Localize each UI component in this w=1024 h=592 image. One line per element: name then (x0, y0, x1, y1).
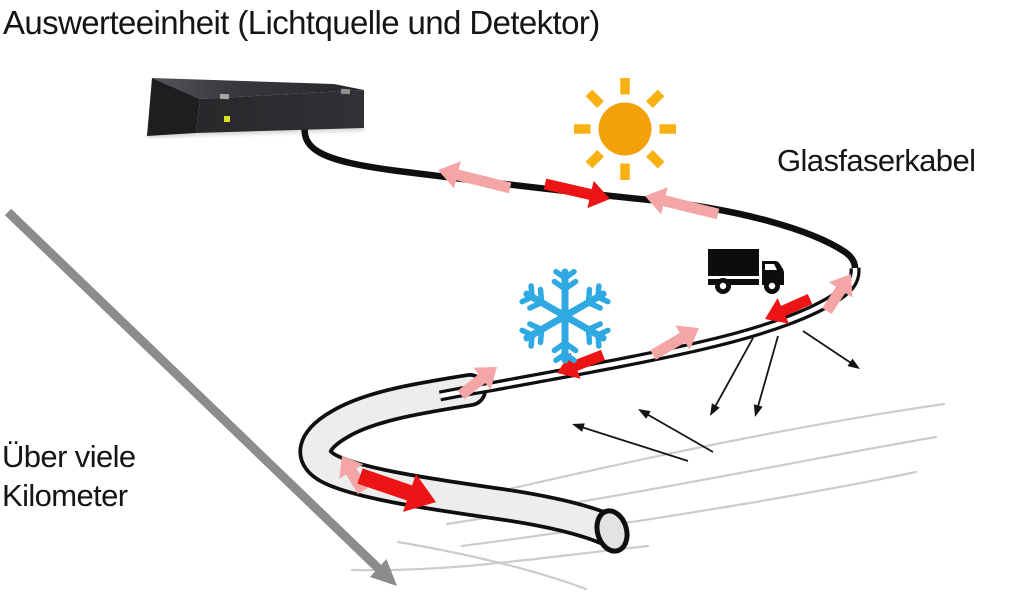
light-pulse-arrows (339, 161, 853, 512)
device-front-face (196, 90, 364, 133)
pink-pulse-arrow (457, 367, 497, 400)
pink-pulse-arrow (438, 161, 512, 194)
cable-tube (298, 373, 630, 554)
sun-icon (574, 78, 676, 180)
red-pulse-arrow (357, 468, 436, 512)
cable-label: Glasfaserkabel (777, 143, 976, 178)
device-clip-right (340, 88, 351, 95)
snowflake-icon (519, 268, 611, 364)
truck-icon (708, 249, 784, 294)
red-pulse-arrow (543, 178, 610, 209)
distance-label-line2: Kilometer (2, 478, 128, 513)
pink-pulse-arrow (645, 187, 720, 220)
tube-end-cap (594, 508, 630, 554)
pink-pulse-arrow (650, 325, 699, 360)
scattered-light-arrows (572, 330, 860, 462)
device-side-face (147, 78, 200, 136)
diagram-title: Auswerteeinheit (Lichtquelle und Detekto… (3, 4, 600, 41)
device-led (224, 116, 230, 122)
distance-label-line1: Über viele (2, 439, 136, 474)
pink-pulse-arrow (822, 274, 853, 314)
device-top-face (152, 78, 364, 99)
red-pulse-arrow (765, 294, 813, 324)
evaluation-unit-box-icon (146, 78, 365, 139)
long-distance-arrow-icon (4, 208, 397, 586)
device-clip-left (219, 93, 230, 100)
distance-label: Über viele Kilometer (2, 437, 136, 515)
